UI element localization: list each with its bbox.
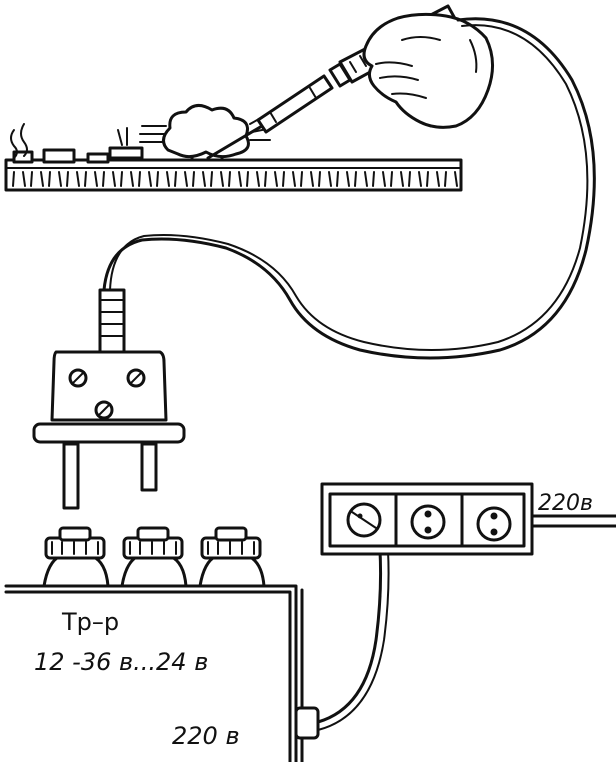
board-hatch-mark <box>130 171 134 187</box>
board-hatch-mark <box>454 171 458 187</box>
board-hatch-mark <box>364 171 368 187</box>
board-hatch-mark <box>112 171 116 187</box>
plug-icon <box>32 288 186 510</box>
board-hatch-mark <box>310 171 314 187</box>
board-hatch-mark <box>408 171 411 187</box>
board-hatch-mark <box>436 171 440 187</box>
board-hatch-mark <box>156 171 159 187</box>
board-hatch-mark <box>94 171 98 187</box>
board-hatch-mark <box>138 171 141 187</box>
board-hatch-mark <box>372 171 375 187</box>
board-hatch-mark <box>66 171 69 187</box>
socket-icon <box>320 482 616 556</box>
board-hatch-mark <box>300 171 303 187</box>
board-hatch-mark <box>102 171 105 187</box>
circuit-board <box>4 104 463 192</box>
iron-cord <box>102 17 596 360</box>
transformer-name-label: Тр–р <box>61 608 119 636</box>
board-hatch-mark <box>346 171 350 187</box>
board-hatch-mark <box>246 171 249 187</box>
board-hatch-mark <box>58 171 62 187</box>
board-hatch-mark <box>174 171 177 187</box>
board-hatch-mark <box>274 171 278 187</box>
terminal-icon <box>42 526 266 588</box>
board-hatch-mark <box>184 171 188 187</box>
board-hatch-mark <box>328 171 332 187</box>
board-hatch-mark <box>148 171 152 187</box>
board-hatch-mark <box>210 171 213 187</box>
board-hatch-mark <box>318 171 321 187</box>
board-hatch-mark <box>30 171 33 187</box>
board-hatch-mark <box>256 171 260 187</box>
transformer-output-label: 12 -36 в...24 в <box>34 648 208 676</box>
board-hatch-mark <box>390 171 393 187</box>
board-hatch-mark <box>400 171 404 187</box>
board-hatch-mark <box>12 171 15 187</box>
board-hatch-mark <box>418 171 422 187</box>
board-hatch-mark <box>354 171 357 187</box>
mains-voltage-label: 220в <box>538 491 593 516</box>
hand-icon <box>362 12 494 129</box>
board-hatch-mark <box>48 171 51 187</box>
board-hatch-mark <box>282 171 285 187</box>
board-hatch-mark <box>444 171 447 187</box>
board-hatch-mark <box>426 171 429 187</box>
board-hatch-mark <box>166 171 170 187</box>
board-hatch-mark <box>382 171 386 187</box>
board-hatch-mark <box>336 171 339 187</box>
board-hatch-mark <box>228 171 231 187</box>
board-hatch-mark <box>40 171 44 187</box>
board-hatch-mark <box>120 171 123 187</box>
board-hatch-mark <box>264 171 267 187</box>
board-hatch-mark <box>220 171 224 187</box>
board-hatch-mark <box>22 171 26 187</box>
board-hatch-mark <box>76 171 80 187</box>
board-hatch-mark <box>238 171 242 187</box>
transformer-input-label: 220 в <box>172 722 240 750</box>
board-hatch-mark <box>292 171 296 187</box>
board-hatch-mark <box>84 171 87 187</box>
board-hatch-mark <box>202 171 206 187</box>
board-hatch-mark <box>192 171 195 187</box>
transformer-mains-cord <box>294 524 390 740</box>
